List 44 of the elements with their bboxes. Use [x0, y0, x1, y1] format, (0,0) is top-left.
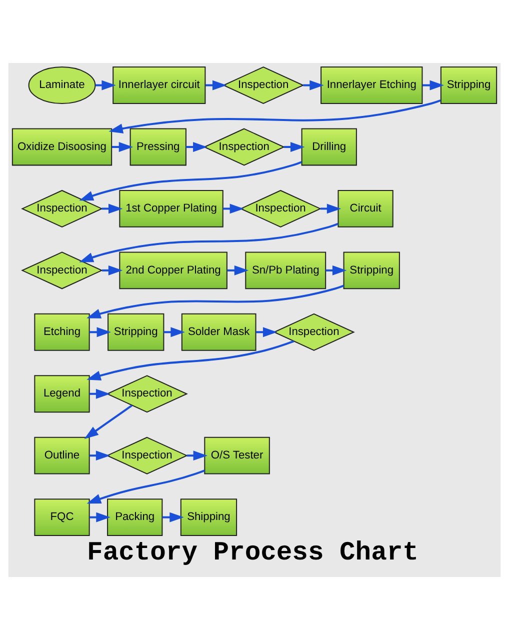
node-box: FQC: [34, 498, 90, 536]
arrow: [79, 161, 302, 201]
node-box: Innerlayer Etching: [320, 66, 423, 104]
arrow: [86, 340, 294, 380]
node-box: 2nd Copper Plating: [119, 252, 228, 290]
diagram-title: Factory Process Chart: [87, 538, 418, 568]
arrow: [206, 80, 227, 90]
node-box: Solder Mask: [181, 313, 256, 351]
arrow: [303, 80, 324, 90]
node-box: O/S Tester: [204, 436, 270, 474]
node-box: Shipping: [180, 498, 238, 536]
node-box: 1st Copper Plating: [119, 190, 224, 228]
node-box: Legend: [34, 375, 90, 413]
node-box: Oxidize Disoosing: [12, 128, 112, 166]
node-diamond: Inspection: [240, 190, 322, 228]
arrow: [90, 388, 110, 399]
node-box: Innerlayer circuit: [112, 66, 206, 104]
arrow: [86, 284, 344, 318]
arrow: [84, 404, 132, 439]
node-box: Circuit: [338, 190, 394, 228]
node-diamond: Inspection: [106, 375, 188, 413]
arrow: [79, 222, 338, 262]
node-box: Sn/Pb Plating: [245, 252, 326, 290]
node-box: Stripping: [343, 252, 400, 290]
node-diamond: Inspection: [106, 436, 188, 474]
arrow: [186, 450, 208, 461]
node-box: Packing: [107, 498, 163, 536]
arrow: [422, 80, 444, 90]
node-box: Stripping: [108, 313, 164, 351]
node-box: Stripping: [440, 66, 498, 104]
node-diamond: Inspection: [203, 128, 286, 166]
arrow: [86, 470, 205, 504]
node-box: Pressing: [130, 128, 186, 166]
arrow: [95, 80, 116, 90]
arrow: [102, 204, 123, 214]
arrow: [108, 100, 441, 134]
node-box: Outline: [34, 436, 90, 474]
node-diamond: Inspection: [272, 313, 355, 351]
node-box: Drilling: [301, 128, 357, 166]
arrow: [90, 450, 110, 461]
node-box: Etching: [34, 313, 90, 351]
node-diamond: Inspection: [222, 66, 304, 104]
arrow: [326, 265, 347, 276]
node-ellipse: Laminate: [28, 66, 96, 104]
